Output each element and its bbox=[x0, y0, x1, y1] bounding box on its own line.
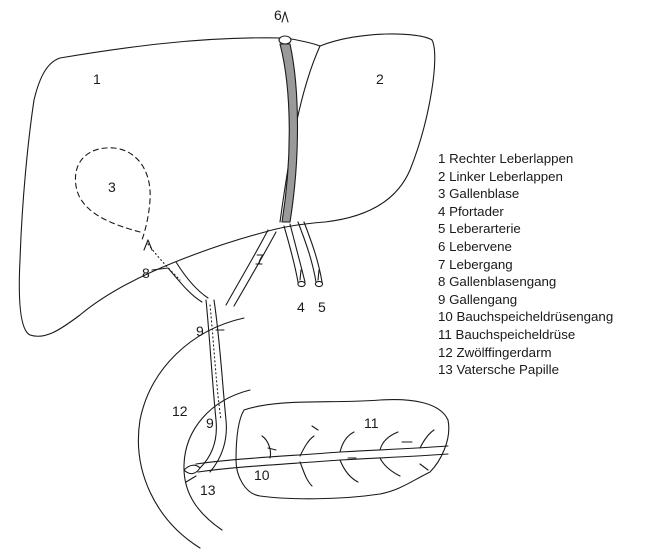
pancreas bbox=[236, 400, 449, 499]
hepatic-vein bbox=[280, 44, 298, 222]
legend-item: 4 Pfortader bbox=[438, 203, 613, 221]
pancreatic-duct bbox=[196, 446, 448, 472]
label-9-upper: 9 bbox=[196, 323, 204, 339]
legend-item: 1 Rechter Leberlappen bbox=[438, 150, 613, 168]
flow-arrows bbox=[144, 12, 428, 470]
label-3: 3 bbox=[108, 179, 116, 195]
hepatic-vein-end bbox=[279, 36, 291, 44]
label-11: 11 bbox=[364, 415, 379, 431]
legend-item: 2 Linker Leberlappen bbox=[438, 168, 613, 186]
label-4: 4 bbox=[297, 299, 305, 315]
legend-item: 13 Vatersche Papille bbox=[438, 361, 613, 379]
hepatic-artery-end bbox=[315, 281, 322, 286]
legend-item: 5 Leberarterie bbox=[438, 220, 613, 238]
duodenum-inner bbox=[184, 390, 250, 530]
legend-item: 6 Lebervene bbox=[438, 238, 613, 256]
label-2: 2 bbox=[376, 71, 384, 87]
legend-item: 7 Lebergang bbox=[438, 256, 613, 274]
label-7: 7 bbox=[256, 251, 264, 267]
label-1: 1 bbox=[93, 71, 101, 87]
legend-item: 8 Gallenblasengang bbox=[438, 273, 613, 291]
label-10: 10 bbox=[254, 467, 270, 483]
portal-vein-end bbox=[298, 281, 305, 286]
legend-item: 11 Bauchspeicheldrüse bbox=[438, 326, 613, 344]
label-13: 13 bbox=[200, 482, 216, 498]
legend: 1 Rechter Leberlappen 2 Linker Leberlapp… bbox=[438, 150, 613, 379]
label-6: 6 bbox=[274, 7, 282, 23]
legend-item: 3 Gallenblase bbox=[438, 185, 613, 203]
legend-item: 9 Gallengang bbox=[438, 291, 613, 309]
label-12: 12 bbox=[172, 403, 188, 419]
legend-item: 12 Zwölffingerdarm bbox=[438, 344, 613, 362]
bile-duct bbox=[200, 300, 226, 472]
label-5: 5 bbox=[318, 299, 326, 315]
cystic-duct bbox=[168, 262, 208, 302]
duodenum-outer bbox=[138, 318, 244, 548]
legend-item: 10 Bauchspeicheldrüsengang bbox=[438, 308, 613, 326]
liver-outline bbox=[19, 34, 434, 336]
label-8: 8 bbox=[142, 265, 150, 281]
label-9-lower: 9 bbox=[206, 415, 214, 431]
